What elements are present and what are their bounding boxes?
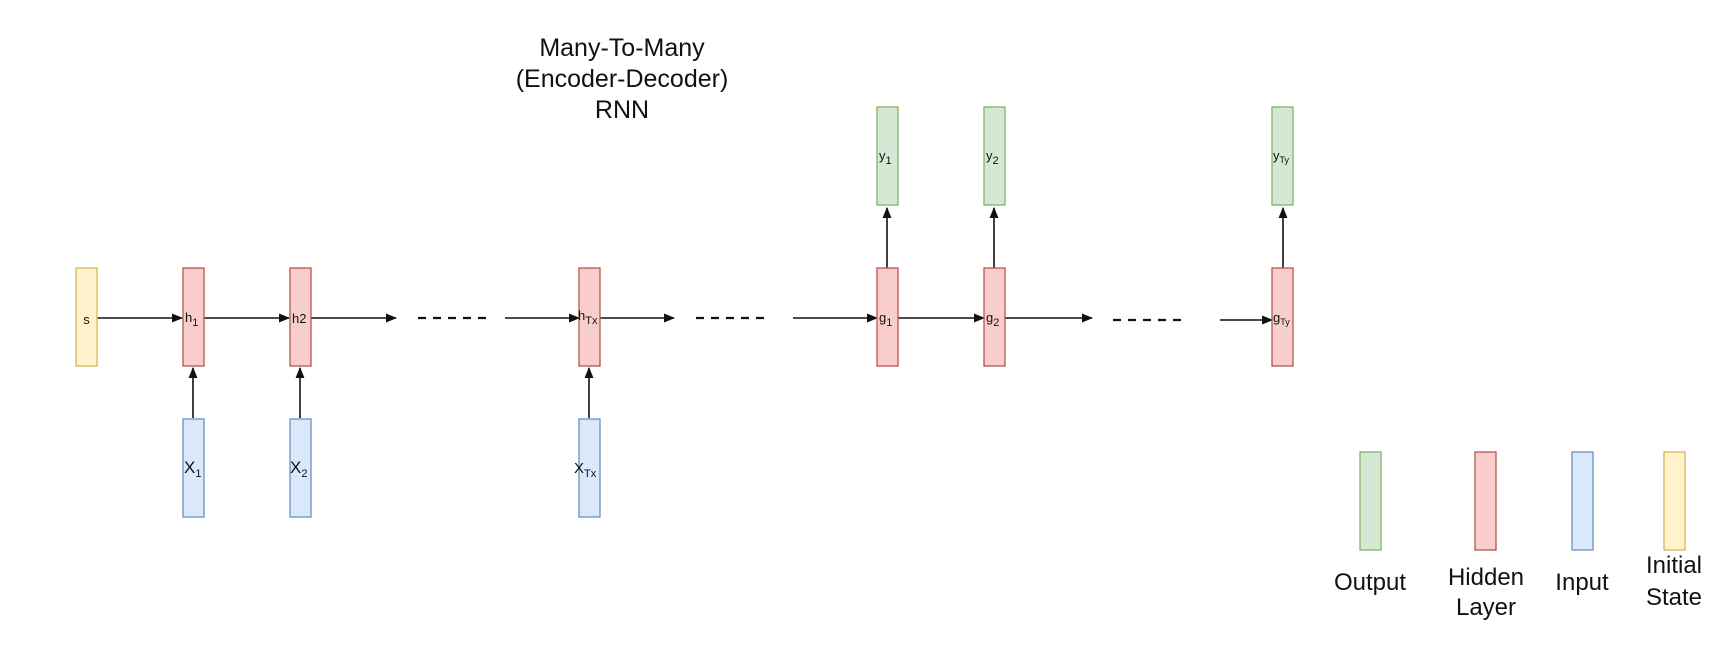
legend-hidden-label-line1: Hidden [1448, 564, 1524, 591]
hidden-box-h1 [182, 267, 205, 367]
hidden-box-h2 [289, 267, 312, 367]
decoder-label-g1: g1 [879, 310, 892, 329]
input-label-x1: X1 [184, 458, 201, 480]
input-label-xTx: XTx [574, 460, 597, 480]
hidden-box-hTx [578, 267, 601, 367]
diagram-title-line2: (Encoder-Decoder) [516, 65, 729, 93]
hidden-label-h2: h2 [292, 311, 306, 326]
output-box-y2 [983, 106, 1006, 206]
diagram-title-line1: Many-To-Many [539, 34, 705, 62]
legend-hidden-swatch [1474, 451, 1497, 551]
output-box-yTy [1271, 106, 1294, 206]
input-box-x2 [289, 418, 312, 518]
output-label-y2: y2 [986, 148, 999, 167]
legend-output-label: Output [1334, 569, 1406, 596]
decoder-box-g2 [983, 267, 1006, 367]
legend-initial-swatch [1663, 451, 1686, 551]
output-label-yTy: yTy [1273, 148, 1290, 165]
initial-state-box [75, 267, 98, 367]
output-label-y1: y1 [879, 148, 892, 167]
legend-initial-label-line2: State [1646, 584, 1702, 611]
legend-hidden-label-line2: Layer [1456, 594, 1516, 621]
hidden-label-h1: h1 [185, 310, 198, 329]
legend-input-label: Input [1555, 569, 1609, 596]
decoder-label-g2: g2 [986, 310, 999, 329]
output-box-y1 [876, 106, 899, 206]
hidden-label-hTx: hTx [578, 308, 598, 327]
diagram-title-line3: RNN [595, 96, 649, 124]
input-box-xTx [578, 418, 601, 518]
legend-initial-label-line1: Initial [1646, 552, 1702, 579]
legend-input-swatch [1571, 451, 1594, 551]
input-box-x1 [182, 418, 205, 518]
decoder-box-gTy [1271, 267, 1294, 367]
legend-output-swatch [1359, 451, 1382, 551]
input-label-x2: X2 [290, 458, 307, 480]
decoder-label-gTy: gTy [1273, 310, 1290, 327]
decoder-box-g1 [876, 267, 899, 367]
initial-state-label: s [83, 312, 90, 327]
